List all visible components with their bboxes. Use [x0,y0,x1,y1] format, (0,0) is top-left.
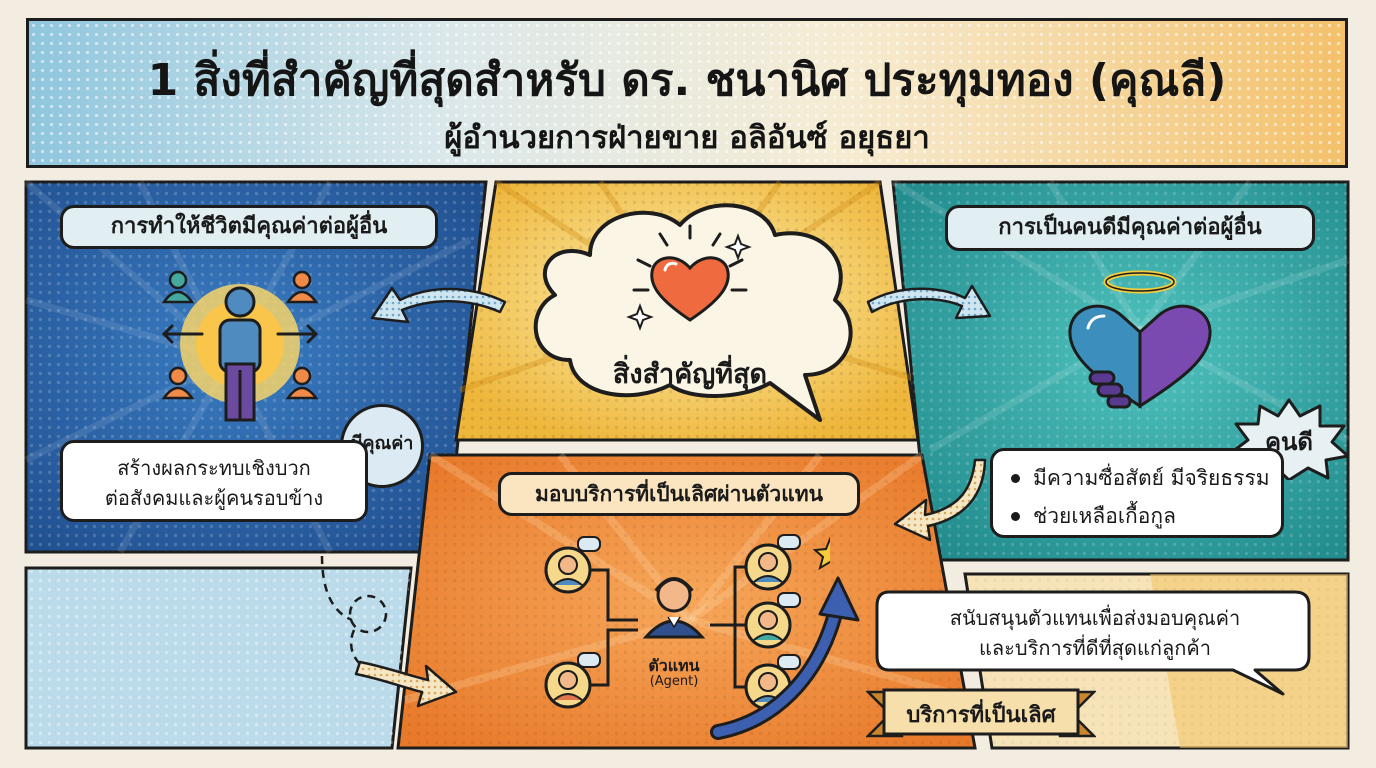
left-panel-description: สร้างผลกระทบเชิงบวก ต่อสังคมและผู้คนรอบข… [60,440,368,522]
right-bullet-2: ช่วยเหลือเกื้อกูล [1007,497,1271,535]
person-radiating-icon [161,270,319,422]
bottom-panel-heading: มอบบริการที่เป็นเลิศผ่านตัวแทน [498,472,860,516]
ribbon-banner [866,688,1096,738]
speech-line-2: และบริการที่ดีที่สุดแก่ลูกค้า [979,636,1211,660]
right-panel-bullets: มีความซื่อสัตย์ มีจริยธรรม ช่วยเหลือเกื้… [990,448,1284,538]
left-panel-heading: การทำให้ชีวิตมีคุณค่าต่อผู้อื่น [60,205,438,249]
agent-network-icon [544,534,830,711]
page-title: 1 สิ่งที่สำคัญที่สุดสำหรับ ดร. ชนานิศ ปร… [147,55,1227,106]
speech-text: สนับสนุนตัวแทนเพื่อส่งมอบคุณค่า และบริกา… [880,603,1310,663]
rising-arrow-icon [710,576,860,740]
page-subtitle: ผู้อำนวยการฝ่ายขาย อลิอันซ์ อยุธยา [444,120,930,156]
speech-bubble [875,590,1311,696]
left-description-line1: สร้างผลกระทบเชิงบวก [117,456,311,480]
speech-line-1: สนับสนุนตัวแทนเพื่อส่งมอบคุณค่า [949,606,1241,630]
right-panel-heading: การเป็นคนดีมีคุณค่าต่อผู้อื่น [945,205,1315,251]
right-bullet-1: มีความซื่อสัตย์ มีจริยธรรม [1007,459,1271,497]
heart-icon [626,224,752,331]
agent-label: ตัวแทน [648,656,700,675]
left-description-line2: ต่อสังคมและผู้คนรอบข้าง [104,486,324,510]
title-banner: 1 สิ่งที่สำคัญที่สุดสำหรับ ดร. ชนานิศ ปร… [26,18,1348,168]
agent-sublabel: (Agent) [649,674,699,689]
handshake-heart-icon [1068,270,1212,409]
cloud-label: สิ่งสำคัญที่สุด [612,359,768,390]
halftone-overlay [29,21,1345,165]
ribbon-label: บริการที่เป็นเลิศ [906,703,1056,728]
